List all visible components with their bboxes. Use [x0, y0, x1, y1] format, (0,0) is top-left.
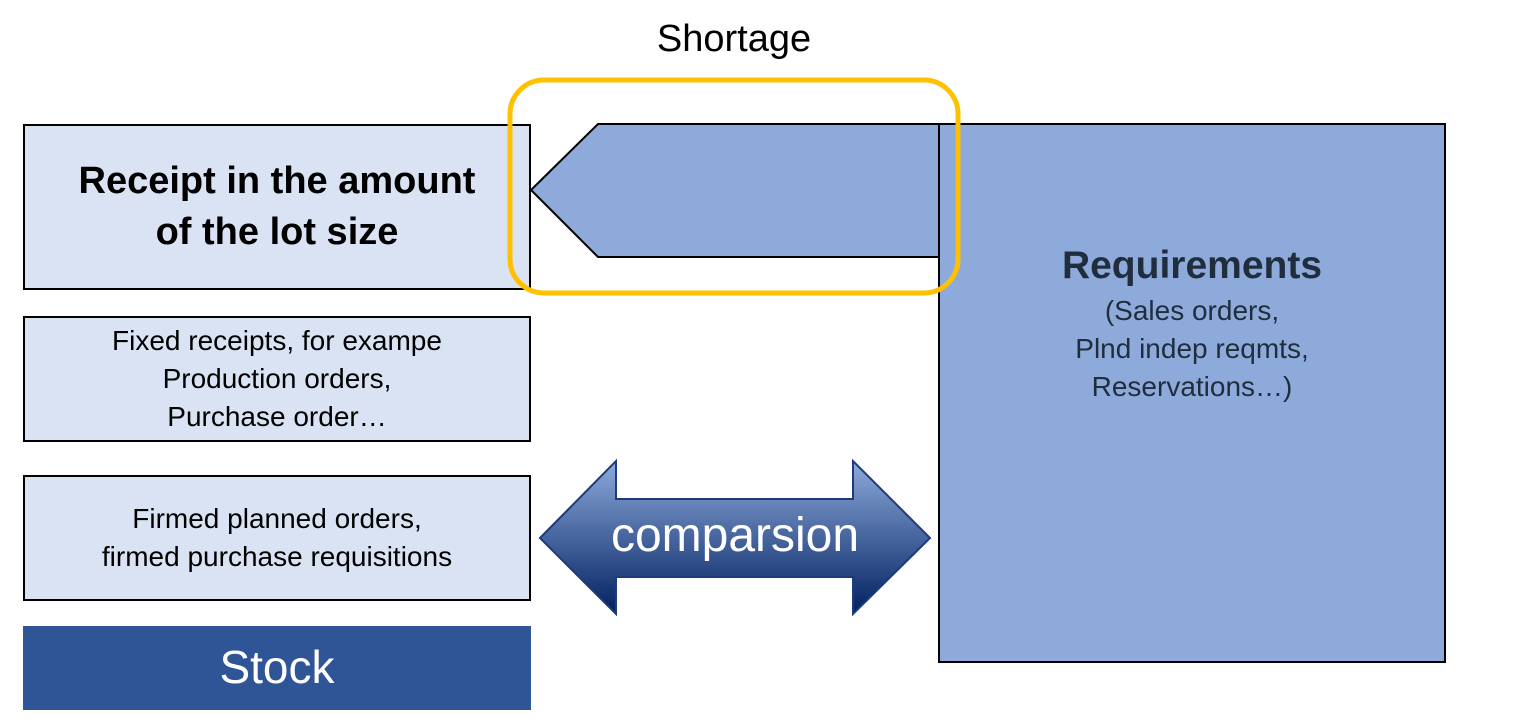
shortage-arrow	[529, 123, 941, 258]
requirements-line-1: (Sales orders,	[1104, 294, 1280, 326]
receipt-line-1: Receipt in the amount	[78, 160, 476, 203]
receipt-line-2: of the lot size	[155, 211, 399, 253]
comparison-double-arrow	[538, 458, 932, 617]
requirements-title: Requirements	[1061, 244, 1323, 287]
firmed-orders-box: Firmed planned orders, firmed purchase r…	[23, 475, 531, 601]
shortage-label: Shortage	[656, 18, 812, 60]
requirements-line-2: Plnd indep reqmts,	[1075, 332, 1309, 364]
fixed-receipts-line-2: Production orders,	[162, 362, 392, 394]
stock-label: Stock	[219, 641, 335, 694]
stock-box: Stock	[23, 626, 531, 710]
fixed-receipts-box: Fixed receipts, for exampe Production or…	[23, 316, 531, 442]
fixed-receipts-line-3: Purchase order…	[167, 401, 387, 433]
firmed-line-2: firmed purchase requisitions	[101, 541, 453, 572]
receipt-lot-size-box: Receipt in the amount of the lot size	[23, 124, 531, 290]
requirements-box: Requirements (Sales orders, Plnd indep r…	[938, 123, 1446, 663]
requirements-line-3: Reservations…)	[1091, 370, 1293, 402]
fixed-receipts-line-1: Fixed receipts, for exampe	[112, 324, 442, 356]
comparison-label: comparsion	[610, 509, 860, 562]
firmed-line-1: Firmed planned orders,	[132, 502, 422, 534]
